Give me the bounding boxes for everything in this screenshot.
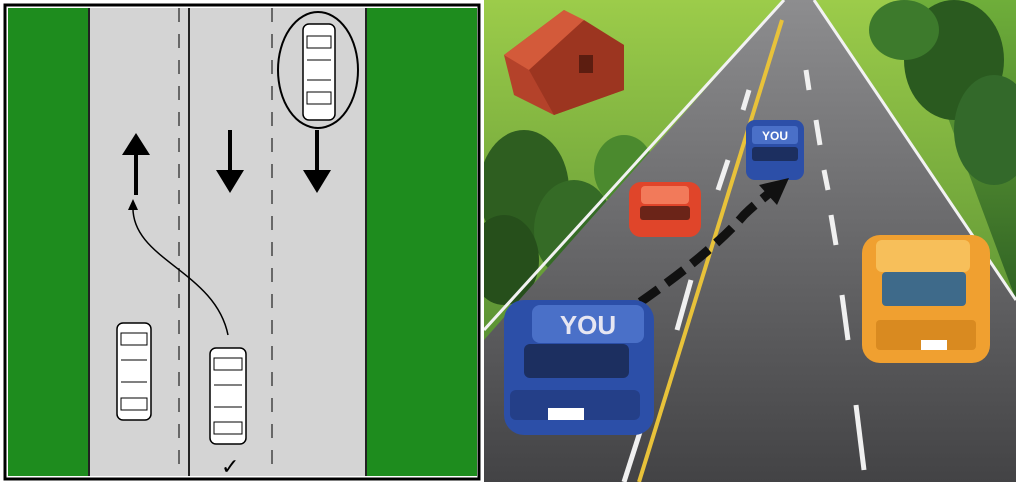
check-mark-icon: ✓ xyxy=(221,455,239,480)
your-car-passed-icon: YOU xyxy=(746,120,804,180)
orange-car-icon xyxy=(862,235,990,363)
your-car-icon: YOU xyxy=(504,300,654,435)
you-label-far: YOU xyxy=(762,129,788,143)
overtaking-diagram: ✓ xyxy=(0,0,484,482)
diagram-canvas: ✓ xyxy=(0,0,484,482)
road-illustration: YOU YOU xyxy=(484,0,1016,482)
right-grass xyxy=(367,8,477,476)
red-car-icon xyxy=(629,182,701,237)
other-car-icon xyxy=(117,323,151,420)
oncoming-car-icon xyxy=(303,24,335,120)
illustration-canvas: YOU YOU xyxy=(484,0,1016,482)
left-grass xyxy=(8,8,88,476)
your-car-icon xyxy=(210,348,246,444)
you-label-near: YOU xyxy=(560,310,616,340)
